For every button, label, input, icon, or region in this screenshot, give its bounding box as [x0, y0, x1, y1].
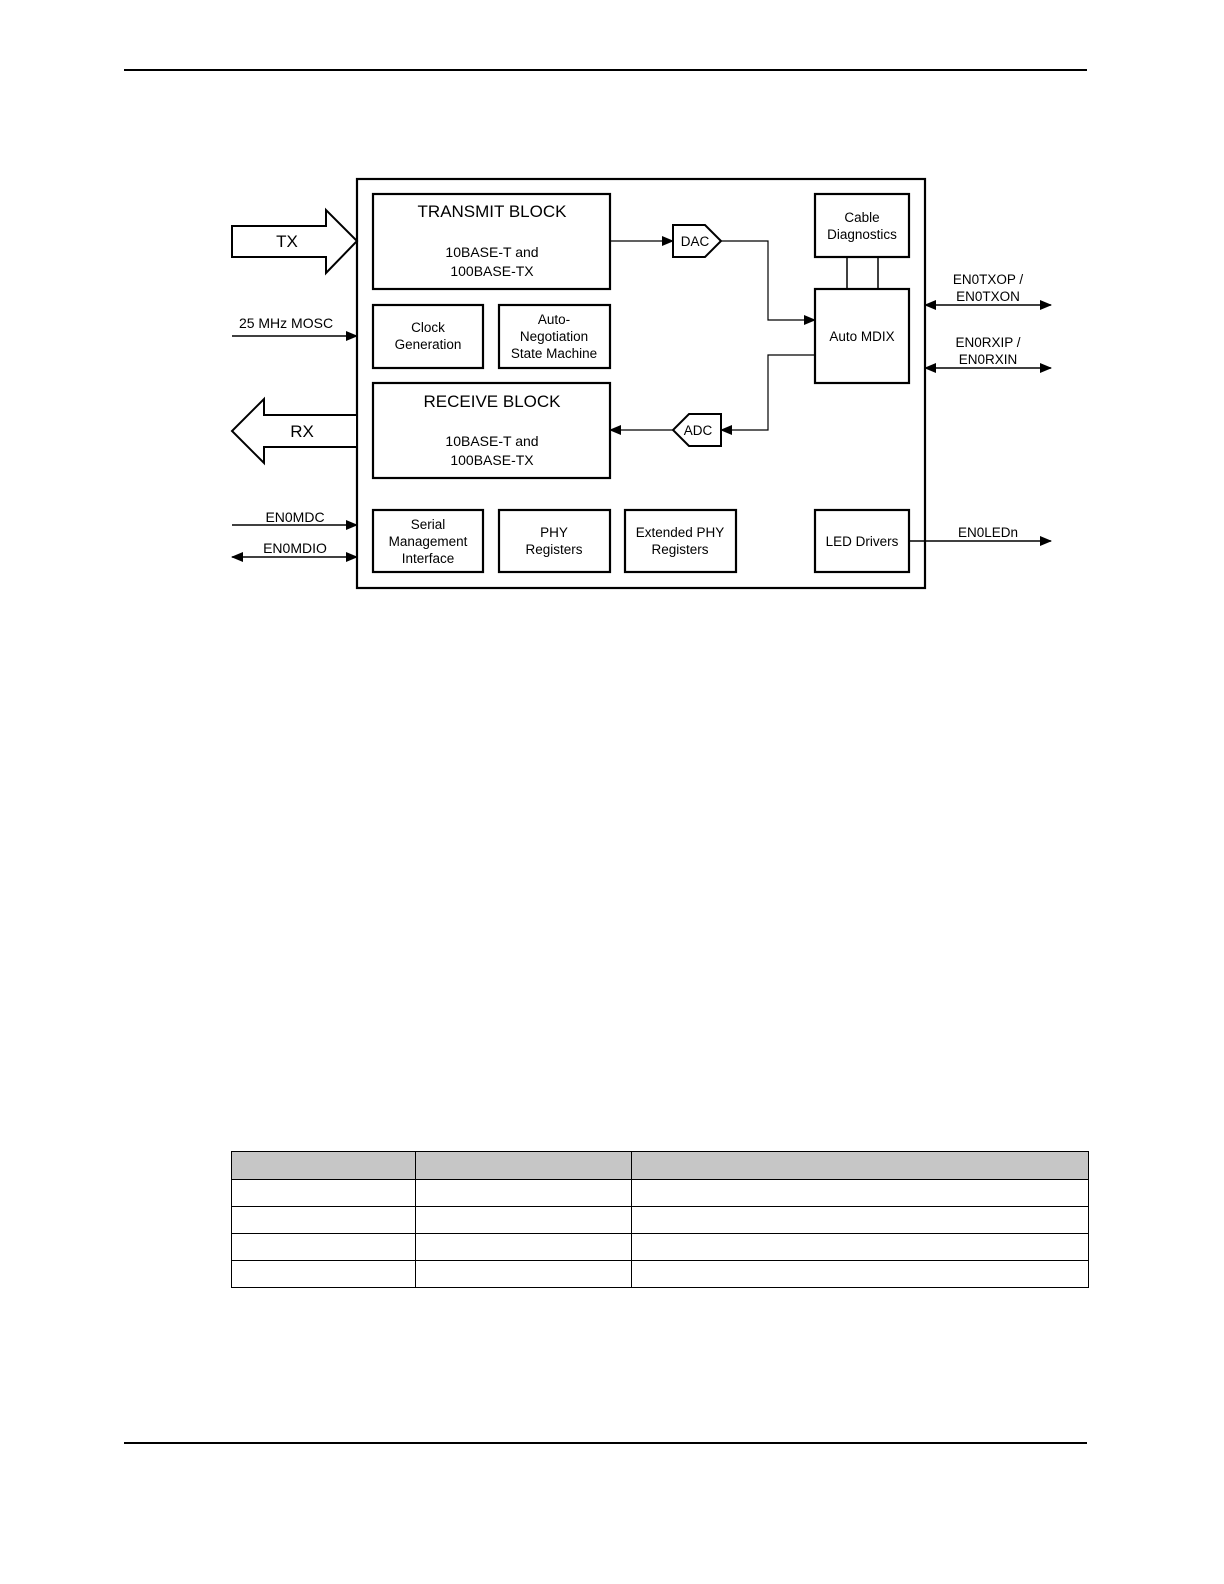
serial-line2: Management — [389, 534, 468, 549]
table-cell — [631, 1206, 1089, 1234]
dac-label: DAC — [681, 234, 710, 249]
table-cell — [231, 1179, 416, 1207]
table-cell — [631, 1260, 1089, 1288]
receive-line2: 100BASE-TX — [450, 452, 534, 468]
table-cell — [415, 1179, 632, 1207]
table-cell — [231, 1206, 416, 1234]
led-drivers-label: LED Drivers — [826, 534, 899, 549]
table-row — [231, 1260, 1089, 1288]
footer-rule — [124, 1442, 1087, 1444]
dac-to-mdix-arrow — [721, 240, 816, 325]
transmit-title: TRANSMIT BLOCK — [418, 202, 568, 221]
rx-arrow: RX — [230, 396, 358, 466]
table-row — [231, 1179, 1089, 1207]
led-output: EN0LEDn — [909, 525, 1052, 546]
receive-block: RECEIVE BLOCK 10BASE-T and 100BASE-TX — [371, 381, 612, 480]
serial-line3: Interface — [402, 551, 455, 566]
table-cell — [631, 1233, 1089, 1261]
txo-label-1: EN0TXOP / — [953, 272, 1024, 287]
cable-line1: Cable — [844, 210, 879, 225]
mosc-label: 25 MHz MOSC — [239, 315, 333, 331]
auto-mdix-block: Auto MDIX — [813, 287, 911, 385]
phy-line1: PHY — [540, 525, 568, 540]
transmit-block: TRANSMIT BLOCK 10BASE-T and 100BASE-TX — [371, 192, 612, 291]
signal-table — [231, 1151, 1089, 1288]
table-cell — [415, 1233, 632, 1261]
adc-label: ADC — [684, 423, 713, 438]
table-cell — [231, 1233, 416, 1261]
phy-line2: Registers — [525, 542, 582, 557]
led-drivers-block: LED Drivers — [813, 508, 911, 574]
rx-label: RX — [290, 422, 314, 441]
mosc-input: 25 MHz MOSC — [232, 315, 358, 341]
clock-line1: Clock — [411, 320, 445, 335]
phy-registers-block: PHY Registers — [497, 508, 612, 574]
adc-block: ADC — [671, 413, 722, 447]
rxi-label-1: EN0RXIP / — [955, 335, 1020, 350]
header-rule — [124, 69, 1087, 71]
extended-phy-registers-block: Extended PHY Registers — [623, 508, 738, 574]
table-cell — [231, 1260, 416, 1288]
serial-management-block: Serial Management Interface — [371, 508, 485, 574]
rxi-label-2: EN0RXIN — [959, 352, 1018, 367]
table-header-cell — [415, 1151, 632, 1180]
clock-generation-block: Clock Generation — [371, 303, 485, 370]
phy-outer-box — [355, 177, 927, 590]
table-row — [231, 1206, 1089, 1234]
clock-line2: Generation — [395, 337, 462, 352]
tx-arrow: TX — [231, 207, 359, 276]
table-cell — [631, 1179, 1089, 1207]
table-cell — [415, 1260, 632, 1288]
table-row — [231, 1233, 1089, 1261]
auto-negotiation-block: Auto- Negotiation State Machine — [497, 303, 612, 370]
mdix-label: Auto MDIX — [829, 329, 894, 344]
tx-pair-io: EN0TXOP / EN0TXON — [924, 272, 1052, 310]
mdio-label: EN0MDIO — [263, 540, 327, 556]
mdc-label: EN0MDC — [265, 509, 324, 525]
table-cell — [415, 1206, 632, 1234]
transmit-line2: 100BASE-TX — [450, 263, 534, 279]
transmit-line1: 10BASE-T and — [445, 244, 538, 260]
led-output-label: EN0LEDn — [958, 525, 1018, 540]
autoneg-line3: State Machine — [511, 346, 597, 361]
cable-diagnostics-block: Cable Diagnostics — [813, 192, 911, 259]
ethernet-phy-block-diagram: TX RX 25 MHz MOSC EN0MDC EN0MDIO TRANSMI… — [230, 177, 1052, 590]
mdio-io: EN0MDIO — [231, 540, 358, 562]
table-header-cell — [631, 1151, 1089, 1180]
table-header-row — [231, 1151, 1089, 1180]
txo-label-2: EN0TXON — [956, 289, 1020, 304]
table-header-cell — [231, 1151, 416, 1180]
receive-line1: 10BASE-T and — [445, 433, 538, 449]
autoneg-line2: Negotiation — [520, 329, 588, 344]
mdc-input: EN0MDC — [232, 509, 358, 530]
receive-title: RECEIVE BLOCK — [424, 392, 562, 411]
mdix-to-adc-arrow — [720, 354, 815, 435]
autoneg-line1: Auto- — [538, 312, 570, 327]
serial-line1: Serial — [411, 517, 446, 532]
extphy-line2: Registers — [651, 542, 708, 557]
tx-label: TX — [276, 232, 298, 251]
cable-line2: Diagnostics — [827, 227, 897, 242]
extphy-line1: Extended PHY — [636, 525, 725, 540]
rx-pair-io: EN0RXIP / EN0RXIN — [924, 335, 1052, 373]
dac-block: DAC — [672, 224, 723, 258]
